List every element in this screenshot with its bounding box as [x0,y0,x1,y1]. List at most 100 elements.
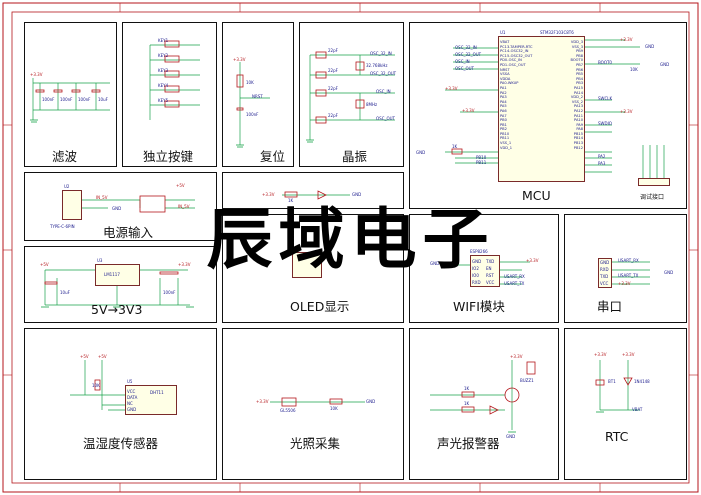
net-v33-filter: +3.3V [30,72,43,77]
key-label-1: KEY1 [158,38,169,43]
filter-cap-value-4: 10uF [98,97,108,102]
block-ldo [24,246,217,323]
net-pb11-mcu: PB11 [476,160,487,165]
debug-header [638,178,670,186]
uart-pin-3: TXD [600,274,609,279]
label-power-input: 电源输入 [103,225,154,240]
filter-cap-value-1: 100nF [42,97,55,102]
crystal-cap-value-2: 22pF [328,68,338,73]
net-gnd-alarm: GND [506,434,516,439]
alarm-r-value-1: 1K [464,386,470,391]
net-v33-rtc-b: +3.3V [622,352,635,357]
wifi-pin-1: GND [472,259,482,264]
net-nrst-reset: NRST [252,94,263,99]
key-label-3: KEY3 [158,68,169,73]
net-osc32-in: OSC_32_IN [370,51,392,56]
uart-pin-1: GND [600,260,610,265]
label-light: 光照采集 [290,436,341,451]
dht-pin-1: VCC [127,389,136,394]
alarm-r-value-2: 1K [464,401,470,406]
net-v5-dht-b: +5V [98,354,107,359]
reset-cap-value: 100nF [246,112,259,117]
mcu-ref: U1 [500,30,506,35]
net-v33-mcu-left: +3.3V [445,86,458,91]
net-usart-tx-uart: USART_TX [618,273,639,278]
block-status-led [222,172,404,209]
battery-ref: BT1 [608,379,616,384]
block-dht [24,328,217,480]
dht-r-value: 10K [92,383,100,388]
block-reset [222,22,294,167]
net-v33-wifi: +3.3V [526,258,539,263]
wifi-pin-2: IO2 [472,266,479,271]
label-uart: 串口 [597,299,623,314]
net-boot0-mcu: BOOT0 [598,60,612,65]
usb-ref: U2 [64,184,70,189]
ldo-chip [95,264,140,286]
wifi-pin-6: EN [486,266,492,271]
oled-module [292,252,322,278]
label-wifi: WIFI模块 [453,299,505,314]
block-power-input [24,172,217,241]
ldr-part-name: GL5506 [280,408,296,413]
xtal-8m-value: 8MHz [366,102,378,107]
usb-part-name: TYPE-C-6PIN [50,224,75,229]
xtal-32k-value: 32.768kHz [366,63,388,68]
net-gnd-usb: GND [112,206,122,211]
net-osc-out: OSC_OUT [376,116,395,121]
label-keys: 独立按键 [143,149,194,164]
label-crystal: 晶振 [342,149,368,164]
light-r-value: 10K [330,406,338,411]
led-r-value: 1K [288,198,294,203]
wifi-part-name: ESP8266 [470,249,488,254]
ldo-ref: U3 [97,258,103,263]
label-debug: 调试接口 [640,194,665,201]
net-osc-out-mcu: OSC_OUT [455,66,474,71]
usb-connector [62,190,82,220]
block-keys [122,22,217,167]
net-gnd-mcu-left: GND [416,150,426,155]
reset-r-value: 10K [246,80,254,85]
wifi-pin-3: IO0 [472,273,479,278]
net-gnd-led: GND [352,192,362,197]
net-v33-reset: +3.3V [233,57,246,62]
block-rtc [564,328,687,480]
mcu-right-pins: VDD_3 VSS_3 PB9 PB8 BOOT0 PB7 PB6 PB5 PB… [570,40,583,150]
wifi-pin-5: TXD [486,259,495,264]
net-gnd-boot0: GND [660,62,670,67]
block-crystal [299,22,404,167]
net-r-1k-mcu: 1K [452,144,458,149]
net-vbat-rtc: VBAT [632,407,643,412]
block-filter [24,22,117,167]
wifi-pin-8: VCC [486,280,495,285]
block-mcu [409,22,687,209]
net-v33-mcu-left2: +3.3V [462,108,475,113]
net-v33-rtc: +3.3V [594,352,607,357]
ldo-cap-value-2: 100nF [163,290,176,295]
net-osc32-out-mcu: OSC_32_OUT [455,52,482,57]
dht-pin-4: GND [127,407,137,412]
net-osc-in-mcu: OSC_IN [455,59,470,64]
block-uart [564,214,687,323]
uart-pin-4: VCC [600,281,609,286]
wifi-pin-7: RST [486,273,494,278]
net-v33-led: +3.3V [262,192,275,197]
mcu-chip [498,36,585,182]
net-osc32-out: OSC_32_OUT [370,71,397,76]
mcu-part-name: STM32F103C8T6 [540,30,574,35]
label-oled: OLED显示 [290,299,350,314]
net-v33-uart: +3.3V [618,281,631,286]
label-alarm: 声光报警器 [437,436,500,451]
wifi-pin-4: RXD [472,280,481,285]
diode-part-name: 1N4148 [634,379,650,384]
net-osc32-in-mcu: OSC_32_IN [455,45,477,50]
net-v5-ldo: +5V [40,262,49,267]
net-osc-in: OSC_IN [376,89,391,94]
net-v33-alarm: +3.3V [510,354,523,359]
net-pa3-mcu: PA3 [598,161,606,166]
net-v5-dht-a: +5V [80,354,89,359]
label-ldo: 5V→3V3 [91,302,143,317]
net-r-10k-mcu: 10K [630,67,638,72]
